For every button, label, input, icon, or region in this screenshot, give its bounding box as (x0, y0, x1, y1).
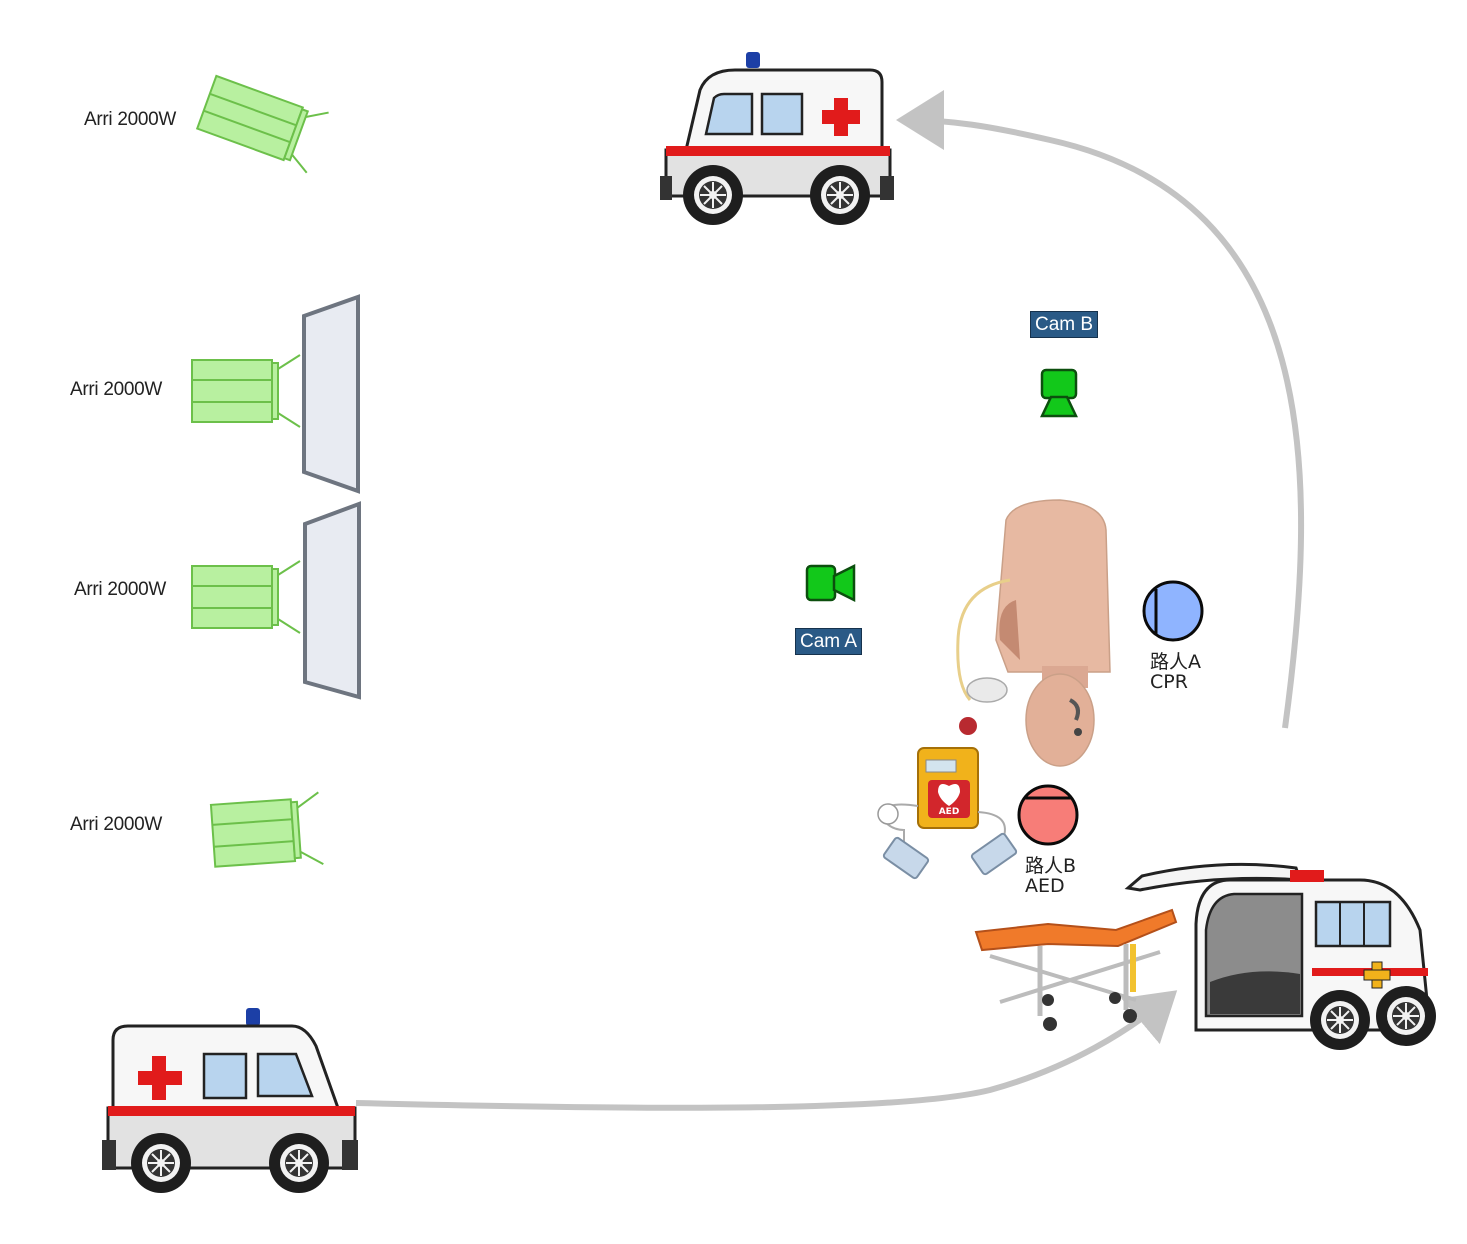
camera-a-icon (805, 563, 856, 603)
person-a-label: 路人A CPR (1150, 652, 1201, 692)
person-b-label: 路人B AED (1025, 856, 1076, 896)
person-a-marker (1142, 580, 1204, 642)
ambulance-exit-path (896, 90, 1305, 729)
light-label: Arri 2000W (84, 109, 177, 130)
cpr-manikin-icon (956, 499, 1111, 767)
diffusion-panel (303, 501, 361, 700)
camera-a-label: Cam A (795, 628, 863, 655)
light-label: Arri 2000W (74, 579, 167, 600)
light-fixture-icon (191, 354, 301, 428)
person-a-name: 路人A (1150, 651, 1201, 673)
person-b-name: 路人B (1025, 855, 1077, 877)
diffusion-panel (302, 294, 360, 494)
camera-b-icon (1040, 368, 1078, 418)
person-b-marker (1017, 784, 1079, 846)
light-fixture-icon (209, 791, 324, 868)
ambulance-icon (102, 1008, 358, 1194)
camera-b-label: Cam B (1030, 311, 1099, 338)
light-label: Arri 2000W (70, 814, 163, 835)
light-fixture-icon (195, 74, 329, 174)
ambulance-arrival-path (355, 990, 1178, 1111)
aed-device-label: AED (939, 807, 960, 817)
stretcher-icon (974, 908, 1178, 1031)
person-a-role: CPR (1150, 671, 1188, 693)
ambulance-icon (660, 52, 894, 226)
light-fixture-icon (191, 560, 301, 634)
ambulance-open-rear-icon (1124, 862, 1437, 1051)
person-b-role: AED (1025, 875, 1065, 897)
light-label: Arri 2000W (70, 379, 163, 400)
aed-device-icon: AED (877, 747, 1018, 880)
